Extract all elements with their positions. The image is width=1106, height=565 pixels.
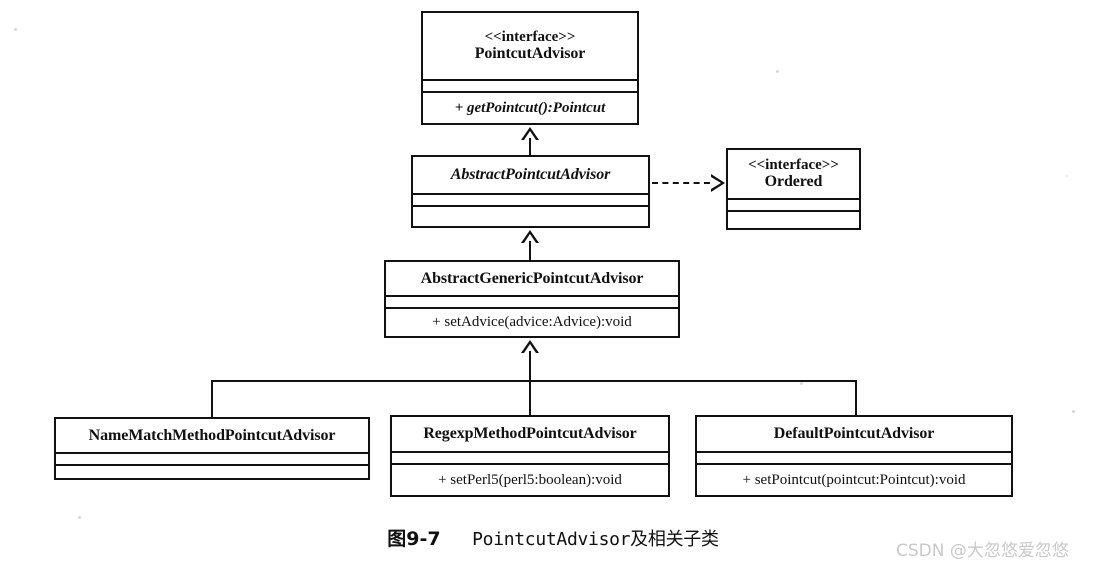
class-name-label: NameMatchMethodPointcutAdvisor [88, 426, 336, 444]
class-box-ordered[interactable]: <<interface>> Ordered [726, 148, 861, 230]
class-name-compartment: NameMatchMethodPointcutAdvisor [56, 419, 368, 452]
attributes-compartment [56, 452, 368, 464]
generalization-line-generic-to-abstract [529, 241, 531, 262]
realization-line-abstract-to-ordered [652, 182, 710, 184]
attributes-compartment [728, 198, 859, 210]
attributes-compartment [386, 295, 678, 307]
class-name-compartment: RegexpMethodPointcutAdvisor [392, 417, 668, 451]
figure-title: PointcutAdvisor及相关子类 [472, 529, 719, 550]
operations-compartment: + setAdvice(advice:Advice):void [386, 307, 678, 336]
attributes-compartment [423, 79, 637, 91]
scan-speck [14, 28, 17, 31]
scan-speck [1066, 175, 1068, 177]
operations-compartment: + setPointcut(pointcut:Pointcut):void [697, 463, 1011, 495]
scan-speck [78, 516, 81, 519]
class-name-compartment: <<interface>> Ordered [728, 150, 859, 198]
generalization-arrowhead-to-abstract-generic [521, 340, 539, 353]
class-box-regexp-method-pointcut-advisor[interactable]: RegexpMethodPointcutAdvisor + setPerl5(p… [390, 415, 670, 497]
class-name-label: Ordered [764, 173, 823, 191]
generalization-drop-default-pointcut [855, 380, 857, 416]
class-name-label: AbstractGenericPointcutAdvisor [420, 269, 644, 287]
stereotype-label: <<interface>> [748, 156, 839, 173]
figure-caption: 图9-7 PointcutAdvisor及相关子类 [0, 524, 1106, 551]
generalization-drop-regexp-method [529, 380, 531, 416]
operation-set-perl5: + setPerl5(perl5:boolean):void [438, 471, 622, 488]
class-name-label: DefaultPointcutAdvisor [773, 425, 935, 443]
operations-compartment: + getPointcut():Pointcut [423, 91, 637, 123]
operation-set-pointcut: + setPointcut(pointcut:Pointcut):void [742, 471, 966, 488]
class-name-compartment: <<interface>> PointcutAdvisor [423, 13, 637, 79]
class-name-label: AbstractPointcutAdvisor [450, 166, 611, 184]
class-box-default-pointcut-advisor[interactable]: DefaultPointcutAdvisor + setPointcut(poi… [695, 415, 1013, 497]
attributes-compartment [697, 451, 1011, 463]
generalization-stem-subclasses [529, 351, 531, 381]
operations-compartment [56, 464, 368, 478]
class-box-abstract-pointcut-advisor[interactable]: AbstractPointcutAdvisor [411, 155, 650, 228]
generalization-arrowhead-to-pointcut-advisor [521, 127, 539, 140]
figure-number: 图9-7 [387, 528, 441, 550]
operation-set-advice: + setAdvice(advice:Advice):void [432, 314, 632, 330]
csdn-watermark: CSDN @大忽悠爱忽悠 [896, 541, 1069, 561]
class-name-compartment: AbstractGenericPointcutAdvisor [386, 262, 678, 295]
operations-compartment [728, 210, 859, 228]
class-name-compartment: DefaultPointcutAdvisor [697, 417, 1011, 451]
class-name-compartment: AbstractPointcutAdvisor [413, 157, 648, 193]
operations-compartment: + setPerl5(perl5:boolean):void [392, 463, 668, 495]
class-name-label: RegexpMethodPointcutAdvisor [423, 425, 637, 443]
generalization-horizontal-bus-subclasses [211, 380, 857, 382]
operation-get-pointcut: + getPointcut():Pointcut [454, 99, 606, 116]
scan-speck [776, 70, 779, 73]
generalization-line-abstract-to-pointcut-advisor [529, 138, 531, 156]
class-box-name-match-method-pointcut-advisor[interactable]: NameMatchMethodPointcutAdvisor [54, 417, 370, 480]
class-box-abstract-generic-pointcut-advisor[interactable]: AbstractGenericPointcutAdvisor + setAdvi… [384, 260, 680, 338]
attributes-compartment [392, 451, 668, 463]
operations-compartment [413, 205, 648, 226]
scan-speck [800, 382, 803, 385]
generalization-arrowhead-to-abstract-pointcut-advisor [521, 230, 539, 243]
generalization-drop-name-match [211, 380, 213, 418]
realization-arrowhead-to-ordered [711, 174, 725, 192]
class-box-pointcut-advisor[interactable]: <<interface>> PointcutAdvisor + getPoint… [421, 11, 639, 125]
class-name-label: PointcutAdvisor [474, 45, 586, 63]
attributes-compartment [413, 193, 648, 205]
stereotype-label: <<interface>> [484, 28, 576, 45]
scan-speck [1072, 410, 1075, 413]
